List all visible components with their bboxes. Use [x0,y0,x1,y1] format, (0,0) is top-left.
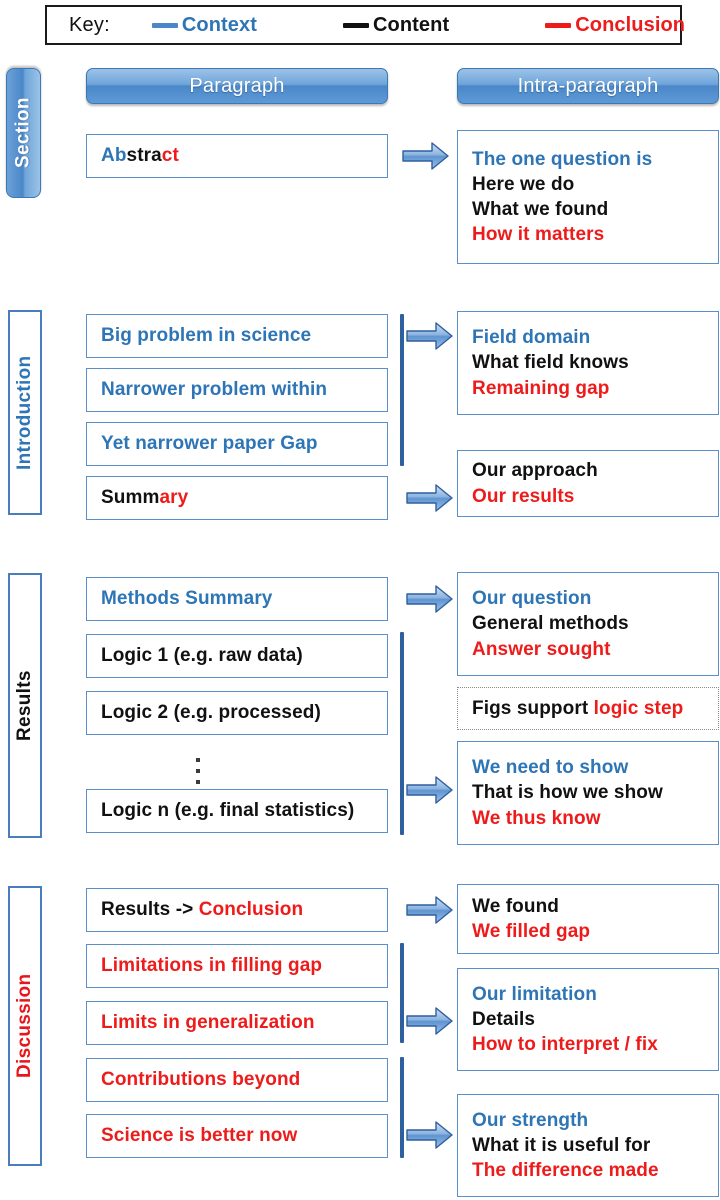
paragraph-box-logic-2: Logic 2 (e.g. processed) [86,691,388,735]
figs-part-conclusion: logic step [593,697,684,719]
paragraph-box-limits-generalization-text: Limits in generalization [101,1012,315,1033]
intra-disc-first-line-2: We filled gap [472,921,591,942]
intra-intro-second-line-2: Our results [472,485,575,507]
legend-text-context: Context [181,13,257,36]
paragraph-box-yet-narrower: Yet narrower paper Gap [86,422,388,466]
intra-results-figs-line: Figs support logic step [472,696,718,721]
paragraph-box-science-better-text: Science is better now [101,1125,298,1146]
paragraph-box-logic-n-text: Logic n (e.g. final statistics) [101,800,355,821]
intra-disc-third-line-3: The difference made [472,1160,659,1182]
arrow-results-first-icon [406,584,453,614]
group-bar-discussion-contributions [400,1057,404,1158]
intra-box-figs-support: Figs support logic step [457,687,719,730]
paragraph-box-logic-1-text: Logic 1 (e.g. raw data) [101,645,303,666]
legend-swatch-conclusion-icon [545,22,572,28]
legend-text-conclusion: Conclusion [575,13,686,36]
paragraph-box-methods-summary: Methods Summary [86,577,388,621]
intra-disc-second-line-1: Our limitation [472,983,597,1005]
paragraph-box-yet-narrower-text: Yet narrower paper Gap [101,433,318,454]
legend-text-content: Content [372,13,450,36]
paragraph-box-methods-summary-text: Methods Summary [101,588,273,609]
group-bar-introduction-context [400,314,404,466]
paragraph-box-contributions: Contributions beyond [86,1058,388,1102]
intra-results-first-line-3: Answer sought [472,638,611,660]
intra-abstract-line-3: What we found [472,199,609,220]
intra-box-we-need-to-show: We need to show That is how we show We t… [457,741,719,845]
intra-results-last-line-3: We thus know [472,807,601,829]
paragraph-box-logic-1: Logic 1 (e.g. raw data) [86,634,388,678]
arrow-results-last-icon [406,775,453,805]
abstract-part-content: stra [126,145,162,166]
intra-box-our-limitation: Our limitation Details How to interpret … [457,968,719,1071]
legend-swatch-content-icon [342,22,369,28]
intra-box-our-approach: Our approach Our results [457,450,719,517]
intra-abstract-line-2: Here we do [472,173,575,195]
legend-key: Key: Context Content Conclusion [45,5,685,45]
figs-part-content: Figs support [472,697,594,719]
intra-results-first-line-2: General methods [472,613,629,635]
arrow-disc-second-icon [406,1006,453,1036]
abstract-part-conclusion: ct [161,145,179,166]
intra-intro-first-line-2: What field knows [472,352,629,374]
intra-disc-second-line-3: How to interpret / fix [472,1034,658,1056]
group-bar-results-logic [400,632,404,835]
intra-box-our-strength: Our strength What it is useful for The d… [457,1094,719,1197]
intra-disc-second-line-2: Details [472,1008,536,1030]
paragraph-box-science-better: Science is better now [86,1114,388,1158]
intra-abstract-line-4: How it matters [472,224,605,246]
paragraph-box-logic-n: Logic n (e.g. final statistics) [86,789,388,833]
results-conclusion-part-conclusion: Conclusion [198,899,304,920]
intra-box-abstract: The one question is Here we do What we f… [457,130,719,264]
paragraph-box-big-problem: Big problem in science [86,314,388,358]
intra-disc-third-line-2: What it is useful for [472,1134,651,1156]
paragraph-box-results-conclusion: Results -> Conclusion [86,888,388,932]
paragraph-box-narrower-problem-text: Narrower problem within [101,379,328,400]
section-tab-results: Results [8,573,42,838]
legend-label: Key: [69,13,110,36]
paragraph-box-summary: Summary [86,476,388,520]
paragraph-box-narrower-problem: Narrower problem within [86,368,388,412]
abstract-part-context: Ab [101,145,127,166]
legend-item-context: Context [151,13,257,37]
intra-intro-first-line-3: Remaining gap [472,377,610,399]
column-header-paragraph: Paragraph [86,68,388,104]
paragraph-box-abstract: Abstract [86,134,388,178]
intra-intro-second-line-1: Our approach [472,460,598,482]
results-conclusion-part-content: Results -> [101,899,199,920]
column-header-intra-paragraph: Intra-paragraph [457,68,719,104]
arrow-disc-third-icon [406,1120,453,1150]
arrow-intro-second-icon [406,483,453,513]
intra-disc-third-line-1: Our strength [472,1109,589,1131]
arrow-intro-first-icon [406,321,453,351]
intra-box-our-question: Our question General methods Answer soug… [457,572,719,676]
intra-abstract-line-1: The one question is [472,148,653,170]
vertical-ellipsis-icon [188,758,208,784]
intra-intro-first-line-1: Field domain [472,327,591,349]
section-tab-section: Section [6,68,41,198]
intra-results-last-line-2: That is how we show [472,782,663,804]
intra-box-field-domain: Field domain What field knows Remaining … [457,311,719,415]
legend-swatch-context-icon [151,22,178,28]
paragraph-box-limits-generalization: Limits in generalization [86,1001,388,1045]
arrow-abstract-icon [402,141,449,171]
paragraph-box-limitations: Limitations in filling gap [86,944,388,988]
summary-part-conclusion: ary [159,487,189,508]
intra-disc-first-line-1: We found [472,895,559,917]
legend-item-content: Content [342,13,450,37]
paragraph-box-limitations-text: Limitations in filling gap [101,955,323,976]
section-tab-introduction: Introduction [8,310,42,515]
paragraph-box-logic-2-text: Logic 2 (e.g. processed) [101,702,321,723]
paragraph-box-contributions-text: Contributions beyond [101,1069,301,1090]
section-tab-discussion: Discussion [8,886,42,1166]
group-bar-discussion-limitations [400,943,404,1043]
intra-results-first-line-1: Our question [472,588,592,610]
summary-part-content: Summ [101,487,160,508]
legend-item-conclusion: Conclusion [545,14,685,37]
intra-results-last-line-1: We need to show [472,757,629,779]
arrow-disc-first-icon [406,895,453,925]
intra-box-we-found: We found We filled gap [457,884,719,954]
paragraph-box-big-problem-text: Big problem in science [101,325,312,346]
